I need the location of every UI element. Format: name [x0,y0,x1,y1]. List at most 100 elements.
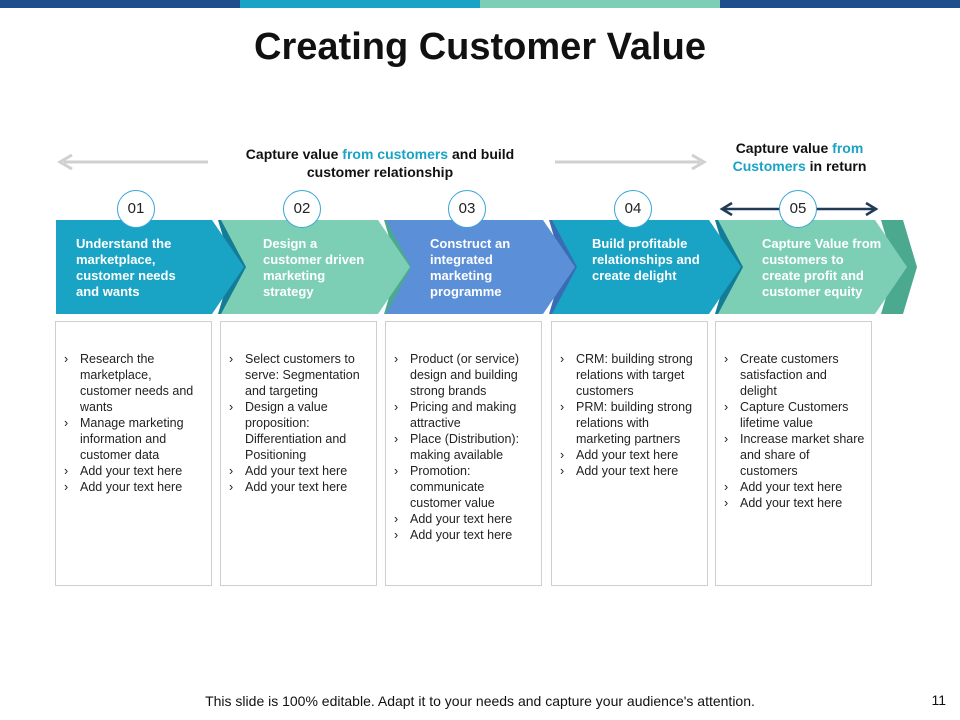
bullet-text: Add your text here [740,480,843,494]
bullet-chevron-icon: › [724,496,729,510]
bullet-chevron-icon: › [724,400,729,414]
bullet-chevron-icon: › [394,512,399,526]
bullet-list-1: › Research the marketplace, customer need… [64,351,205,495]
stage-number-3: 03 [448,190,486,228]
top-bar-segment-3 [480,0,720,8]
slide-title: Creating Customer Value [254,26,706,68]
bullet-chevron-icon: › [229,400,234,414]
stage-label-1: Understand the marketplace, customer nee… [76,236,176,299]
bullet-chevron-icon: › [724,480,729,494]
bullet-chevron-icon: › [394,400,399,414]
bullet-chevron-icon: › [64,464,69,478]
bullet-text: Place (Distribution): making available [410,432,520,462]
bullet-chevron-icon: › [560,464,565,478]
bullet-item: › Add your text here [560,447,701,463]
bullet-list-5: › Create customers satisfaction and delig… [724,351,865,511]
caption-capture-value-build-relationship: Capture value from customers and build c… [230,145,530,181]
bullet-text: Add your text here [576,448,679,462]
bullet-chevron-icon: › [560,352,565,366]
caption-right-part2: in return [805,158,867,174]
caption-right-part1: Capture value [735,140,833,156]
detail-box-4: › CRM: building strong relations with tar… [551,321,708,586]
bullet-text: Add your text here [245,464,348,478]
bullet-text: Add your text here [410,528,513,542]
bullet-chevron-icon: › [560,448,565,462]
bullet-text: Add your text here [410,512,513,526]
bullet-item: › Product (or service) design and buildin… [394,351,535,399]
bullet-text: Promotion: communicate customer value [410,464,495,510]
bullet-item: › Place (Distribution): making available [394,431,535,463]
right-arrow-icon [555,153,707,171]
top-bar-segment-4 [720,0,960,8]
bullet-text: PRM: building strong relations with mark… [576,400,693,446]
bullet-item: ›Add your text here [229,463,370,479]
bullet-list-2: › Select customers to serve: Segmentation… [229,351,370,495]
bullet-text: Capture Customers lifetime value [740,400,849,430]
bullet-item: › Add your text here [229,479,370,495]
bullet-item: › Add your text here [64,479,205,495]
bullet-list-4: › CRM: building strong relations with tar… [560,351,701,479]
bullet-text: Create customers satisfaction and deligh… [740,352,839,398]
bullet-chevron-icon: › [64,352,69,366]
caption-left-part2: and build customer relationship [306,146,515,180]
bullet-text: Design a value proposition: Differentiat… [245,400,347,462]
stage-number-1: 01 [117,190,155,228]
bullet-text: Select customers to serve: Segmentation … [245,352,360,398]
bullet-chevron-icon: › [560,400,565,414]
bullet-item: › Add your text here [724,495,865,511]
bullet-chevron-icon: › [64,480,69,494]
caption-capture-value-in-return: Capture value from Customers in return [722,139,877,175]
detail-box-2: › Select customers to serve: Segmentation… [220,321,377,586]
top-bar-segment-2 [240,0,480,8]
bullet-text: Increase market share and share of custo… [740,432,865,478]
stage-label-2: Design a customer driven marketing strat… [263,236,365,299]
stage-label-3: Construct an integrated marketing progra… [430,236,511,299]
bullet-item: › Increase market share and share of cust… [724,431,865,479]
bullet-list-3: › Product (or service) design and buildin… [394,351,535,543]
bullet-chevron-icon: › [394,432,399,446]
bullet-item: › Pricing and making attractive [394,399,535,431]
detail-box-1: › Research the marketplace, customer need… [55,321,212,586]
top-bar-segment-1 [0,0,240,8]
bullet-item: › Research the marketplace, customer need… [64,351,205,415]
stage-chevron-5 [718,220,917,314]
bullet-item: › Create customers satisfaction and delig… [724,351,865,399]
bullet-text: Product (or service) design and building… [410,352,520,398]
detail-box-5: › Create customers satisfaction and delig… [715,321,872,586]
caption-left-part1: Capture value [245,146,343,162]
bullet-item: › PRM: building strong relations with mar… [560,399,701,447]
bullet-item: › Add your text here [724,479,865,495]
bullet-item: › Manage marketing information and custom… [64,415,205,463]
bullet-text: Add your text here [740,496,843,510]
bullet-text: Add your text here [80,480,183,494]
bullet-text: Pricing and making attractive [410,400,517,430]
bullet-item: › CRM: building strong relations with tar… [560,351,701,399]
bullet-item: › Select customers to serve: Segmentation… [229,351,370,399]
bullet-chevron-icon: › [394,464,399,478]
bullet-item: › Add your text here [394,511,535,527]
bullet-item: › Add your text here [560,463,701,479]
bullet-item: › Add your text here [64,463,205,479]
bullet-chevron-icon: › [724,352,729,366]
left-arrow-icon [57,153,208,171]
bullet-chevron-icon: › [229,352,234,366]
bullet-chevron-icon: › [229,480,234,494]
bullet-text: Add your text here [245,480,348,494]
bullet-chevron-icon: › [394,352,399,366]
bullet-chevron-icon: › [394,528,399,542]
bullet-text: CRM: building strong relations with targ… [576,352,693,398]
bullet-chevron-icon: › [724,432,729,446]
bullet-text: Add your text here [576,464,679,478]
bullet-chevron-icon: › [64,416,69,430]
bullet-item: › Capture Customers lifetime value [724,399,865,431]
bullet-text: Manage marketing information and custome… [80,416,184,462]
caption-left-highlight: from customers [342,146,449,162]
stage-number-5: 05 [779,190,817,228]
bullet-text: Research the marketplace, customer needs… [80,352,194,414]
stage-number-4: 04 [614,190,652,228]
page-number: 11 [931,692,946,708]
bullet-item: › Add your text here [394,527,535,543]
bullet-text: Add your text here [80,464,183,478]
footer-text: This slide is 100% editable. Adapt it to… [205,693,755,709]
